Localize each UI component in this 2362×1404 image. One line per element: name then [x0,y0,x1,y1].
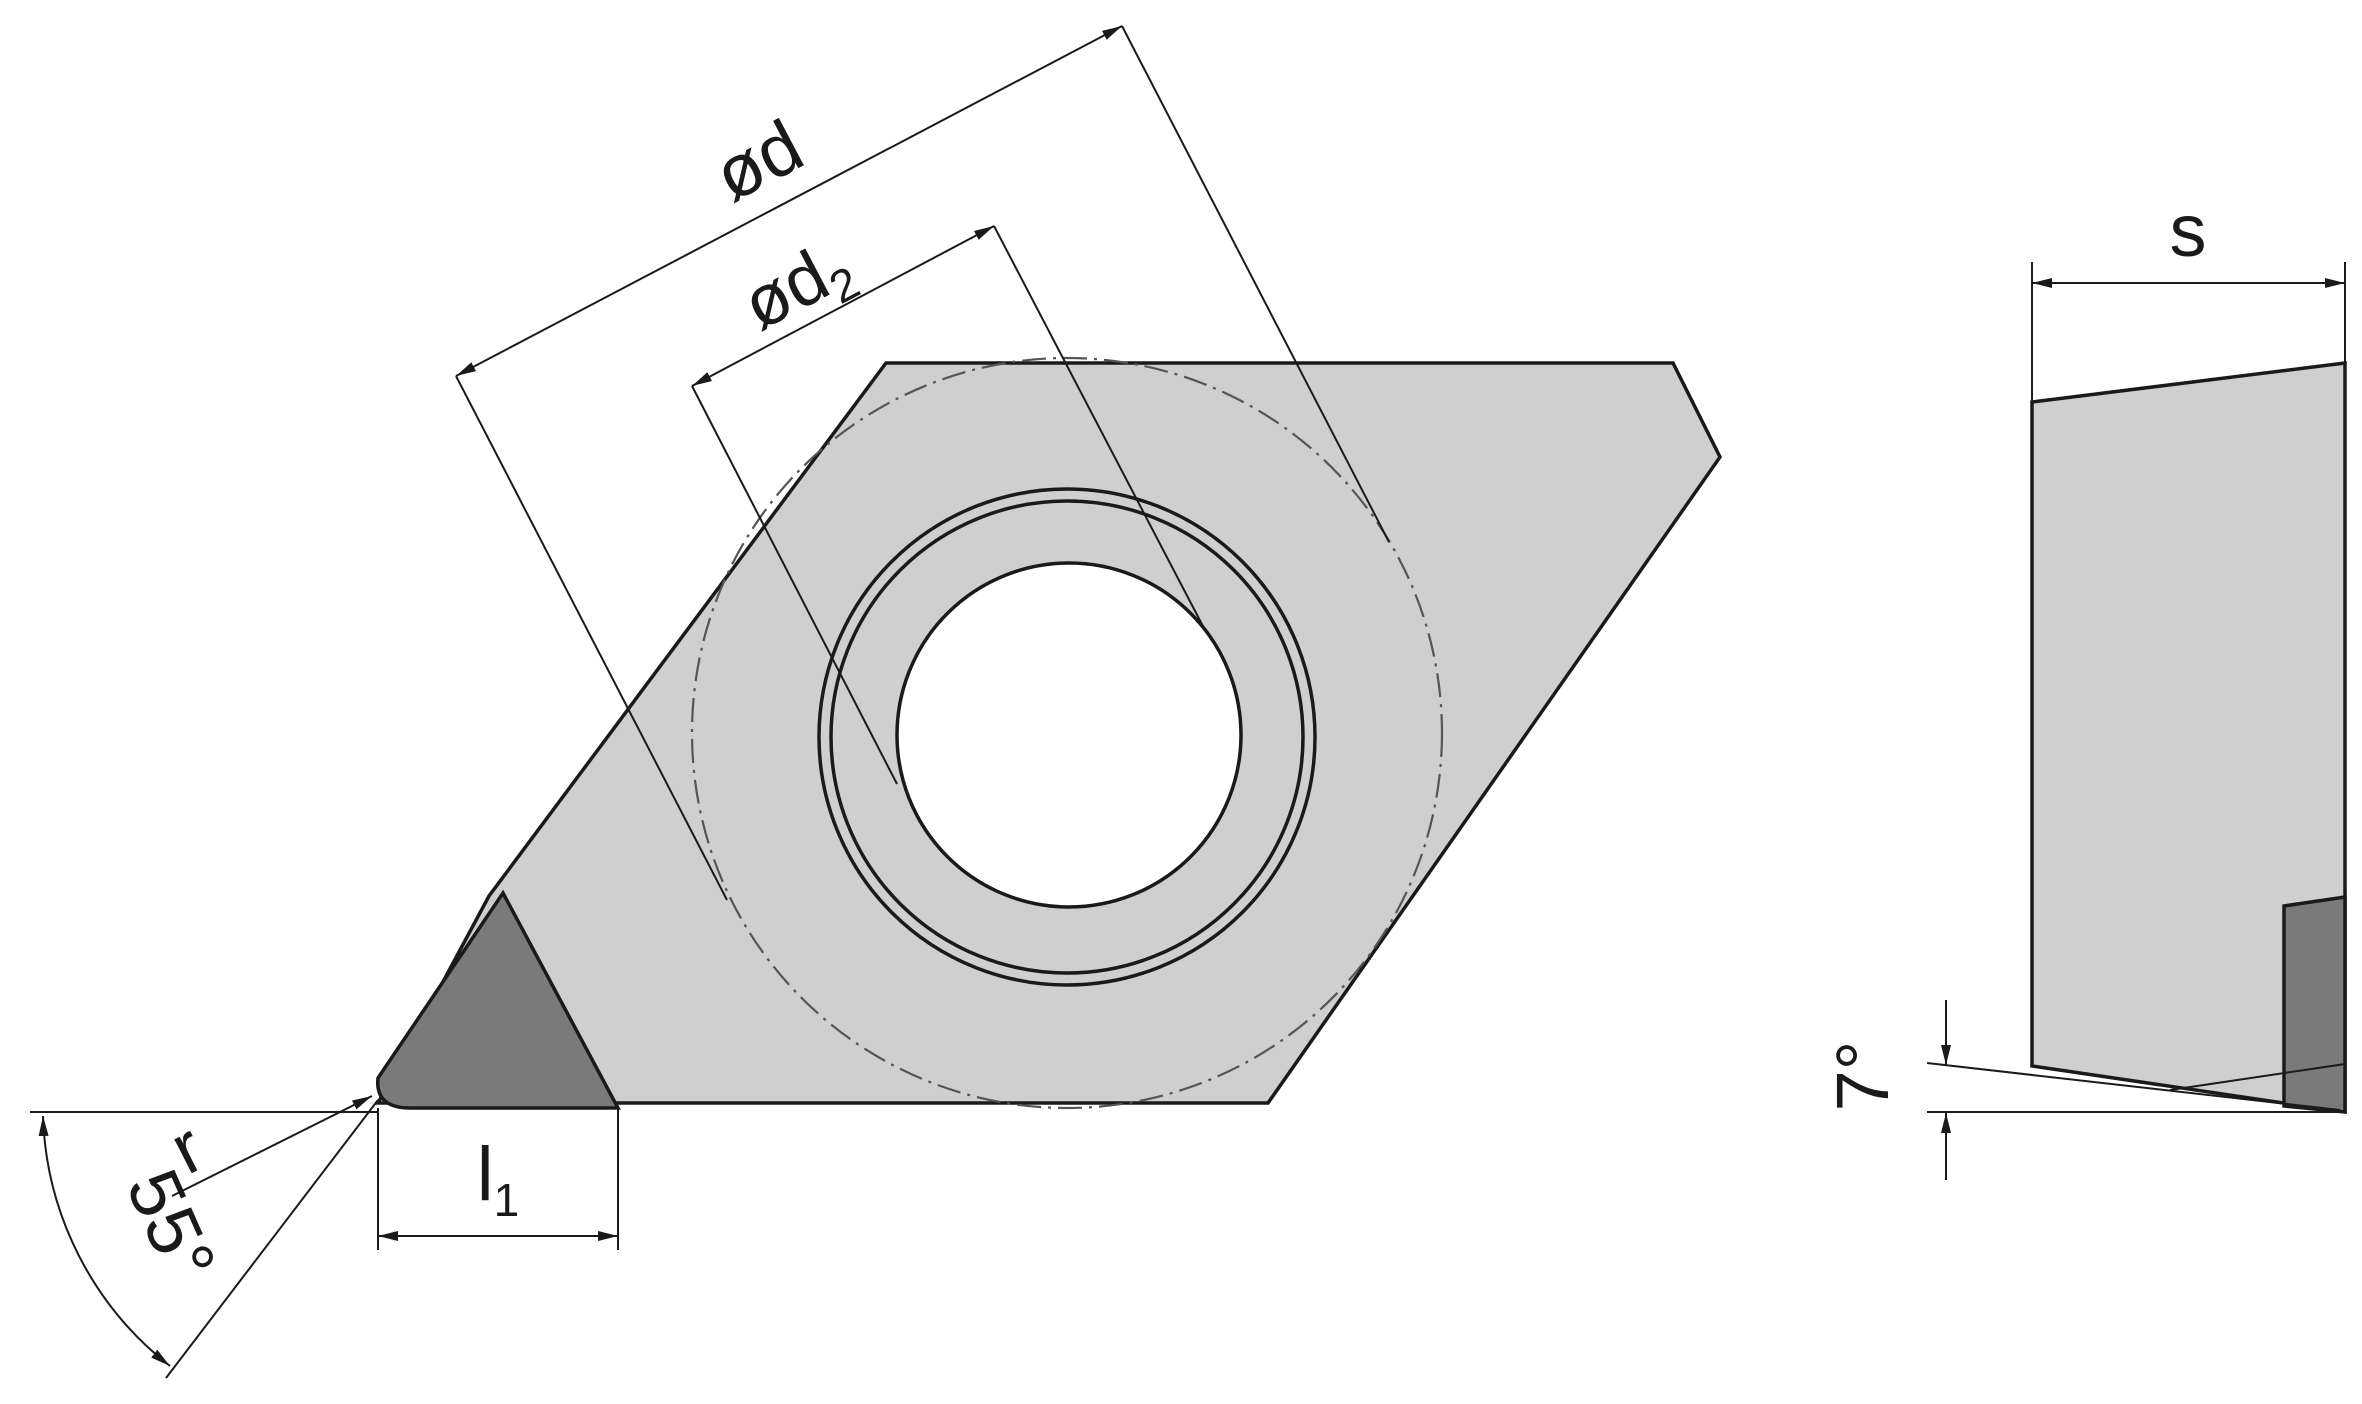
dimension-s-label: s [2170,189,2207,272]
dimension-l1-label: l1 [477,1132,519,1226]
clearance-angle: 7° [1821,1000,2346,1180]
dimension-l1: l1 [377,1108,619,1250]
side-cutting-tip [2282,894,2347,1114]
cutting-tip [376,889,621,1110]
dimension-s: s [2031,189,2346,402]
clearance-angle-label: 7° [1821,1041,1904,1112]
corner-angle: 55° [38,1099,379,1379]
corner-radius: r [30,1095,378,1197]
dimension-d-label: ød [701,104,816,218]
insert-top-view: ød ød2 l1 r 55° [30,25,1723,1379]
dimension-d2-label: ød2 [730,224,868,353]
mounting-hole [895,561,1243,909]
insert-side-view: s 7° [1821,189,2347,1180]
